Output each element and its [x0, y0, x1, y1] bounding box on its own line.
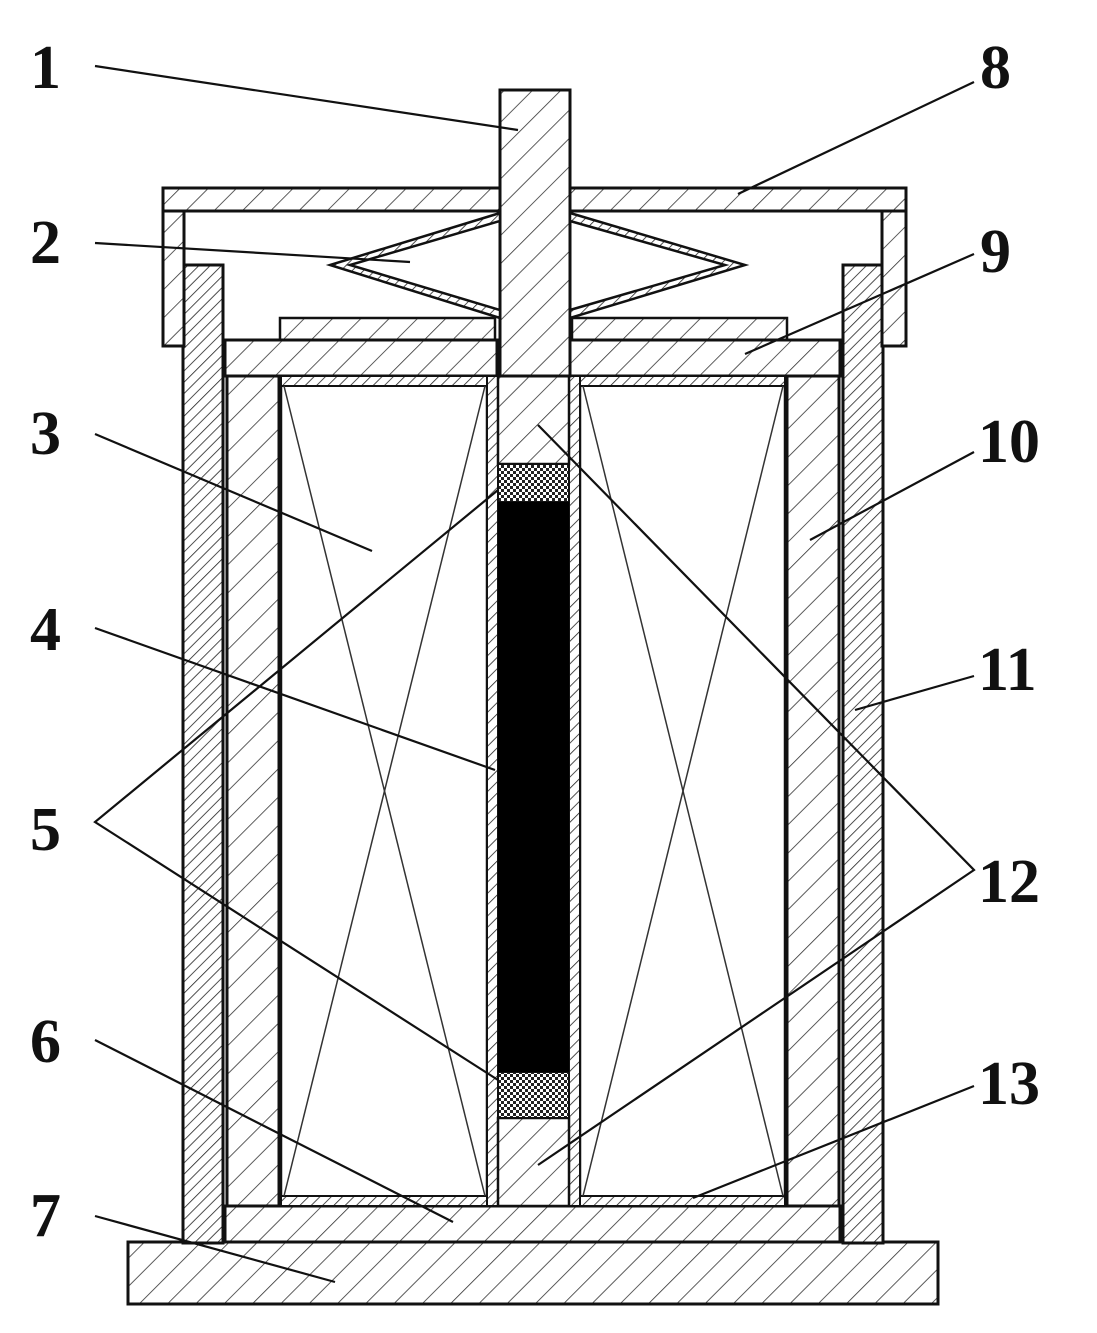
label-4: 4 [30, 596, 61, 664]
label-1: 1 [30, 34, 61, 102]
label-5: 5 [30, 796, 61, 864]
bottom-flange [223, 1204, 842, 1244]
pole-piece-top [496, 374, 571, 466]
label-3: 3 [30, 400, 61, 468]
label-9: 9 [980, 218, 1011, 286]
label-2: 2 [30, 209, 61, 277]
disc-springs [325, 211, 750, 320]
shaft [498, 88, 572, 378]
upper-plate-left [278, 316, 497, 342]
label-13: 13 [978, 1050, 1040, 1118]
spacer-bottom [497, 1071, 570, 1119]
upper-plate-right [570, 316, 789, 342]
label-7: 7 [30, 1182, 61, 1250]
top-flange-left [223, 338, 499, 378]
label-11: 11 [978, 636, 1037, 704]
label-10: 10 [978, 408, 1040, 476]
coil-end-top-left [280, 375, 488, 387]
outer-shell-right [841, 263, 885, 1245]
coil-end-bottom-right [579, 1195, 786, 1207]
base-plate [126, 1240, 940, 1306]
coil-end-bottom-left [280, 1195, 488, 1207]
outer-shell-left [181, 263, 225, 1245]
yoke-wall-left [225, 374, 281, 1208]
guide-tube-left [486, 375, 499, 1207]
label-6: 6 [30, 1008, 61, 1076]
label-12: 12 [978, 848, 1040, 916]
top-cap-bar-right [568, 186, 908, 213]
label-8: 8 [980, 34, 1011, 102]
pole-piece-bottom [496, 1116, 571, 1208]
yoke-wall-right [785, 374, 841, 1208]
core-rod [498, 502, 569, 1072]
spacer-top [497, 463, 570, 503]
top-cap-bar [161, 186, 502, 213]
top-flange-right [568, 338, 842, 378]
leader-lines [93, 64, 976, 1284]
coil-end-top-right [579, 375, 786, 387]
guide-tube-right [568, 375, 581, 1207]
coil-winding-marks [283, 385, 784, 1197]
